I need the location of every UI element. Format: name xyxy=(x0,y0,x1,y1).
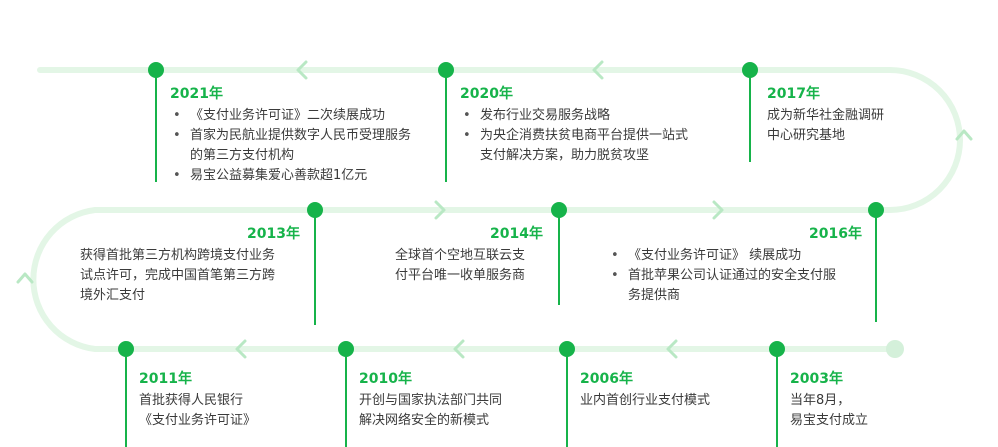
milestone-year: 2011年 xyxy=(139,371,192,387)
stem-2014 xyxy=(558,210,560,305)
milestone-text: 成为新华社金融调研 xyxy=(767,108,885,123)
milestone-2011: 2011年 首批获得人民银行 《支付业务许可证》 xyxy=(139,369,256,431)
milestone-2021: 2021年 《支付业务许可证》二次续展成功 首家为民航业提供数字人民币受理服务 … xyxy=(170,84,411,186)
milestone-year: 2017年 xyxy=(767,86,820,102)
milestone-year: 2010年 xyxy=(359,371,412,387)
milestone-text: 解决网络安全的新模式 xyxy=(359,413,490,428)
milestone-text: 全球首个空地互联云支 xyxy=(395,248,526,263)
arrow-left-icon xyxy=(453,339,465,359)
milestone-year: 2014年 xyxy=(490,226,543,242)
milestone-2013: 2013年 获得首批第三方机构跨境支付业务 试点许可，完成中国首笔第三方跨 境外… xyxy=(80,224,300,306)
arrow-right-icon xyxy=(712,200,724,220)
milestone-year: 2021年 xyxy=(170,86,223,102)
milestone-2010: 2010年 开创与国家执法部门共同 解决网络安全的新模式 xyxy=(359,369,502,431)
milestone-2003: 2003年 当年8月， 易宝支付成立 xyxy=(790,369,868,431)
arrow-up-icon xyxy=(955,129,973,141)
stem-2010 xyxy=(345,349,347,447)
milestone-text: 当年8月， xyxy=(790,393,851,408)
milestone-2020: 2020年 发布行业交易服务战略 为央企消费扶贫电商平台提供一站式 支付解决方案… xyxy=(460,84,688,166)
milestone-text: 付平台唯一收单服务商 xyxy=(395,268,526,283)
milestone-text: 《支付业务许可证》 xyxy=(139,413,257,428)
stem-2013 xyxy=(314,210,316,325)
milestone-item: 易宝公益募集爱心善款超1亿元 xyxy=(170,166,411,186)
milestone-item: 首批苹果公司认证通过的安全支付服 xyxy=(608,266,862,286)
milestone-text: 试点许可，完成中国首笔第三方跨 xyxy=(80,268,276,283)
milestone-item: 为央企消费扶贫电商平台提供一站式 xyxy=(460,126,688,146)
milestone-year: 2020年 xyxy=(460,86,513,102)
track-path xyxy=(30,67,963,352)
milestone-item: 《支付业务许可证》二次续展成功 xyxy=(170,106,411,126)
arrow-left-icon xyxy=(592,60,604,80)
milestone-item: 首家为民航业提供数字人民币受理服务 xyxy=(170,126,411,146)
arrow-left-icon xyxy=(235,339,247,359)
milestone-2017: 2017年 成为新华社金融调研 中心研究基地 xyxy=(767,84,884,146)
milestone-2006: 2006年 业内首创行业支付模式 xyxy=(580,369,710,411)
milestone-text: 易宝支付成立 xyxy=(790,413,869,428)
arrow-left-icon xyxy=(666,339,678,359)
milestone-text: 首批获得人民银行 xyxy=(139,393,244,408)
arrow-right-icon xyxy=(434,200,446,220)
milestone-item: 《支付业务许可证》 续展成功 xyxy=(608,246,862,266)
milestone-item: 发布行业交易服务战略 xyxy=(460,106,688,126)
milestone-year: 2016年 xyxy=(809,226,862,242)
milestone-year: 2006年 xyxy=(580,371,633,387)
stem-2006 xyxy=(566,349,568,447)
milestone-text: 获得首批第三方机构跨境支付业务 xyxy=(80,248,276,263)
milestone-item-cont: 务提供商 xyxy=(628,288,681,303)
milestone-2016: 2016年 《支付业务许可证》 续展成功 首批苹果公司认证通过的安全支付服 务提… xyxy=(608,224,862,306)
milestone-year: 2013年 xyxy=(247,226,300,242)
timeline-start-dot xyxy=(886,340,904,358)
milestone-item-cont: 的第三方支付机构 xyxy=(190,148,295,163)
stem-2016 xyxy=(875,210,877,322)
milestone-text: 开创与国家执法部门共同 xyxy=(359,393,503,408)
milestone-text: 境外汇支付 xyxy=(80,288,146,303)
stem-2021 xyxy=(155,70,157,182)
milestone-year: 2003年 xyxy=(790,371,843,387)
milestone-2014: 2014年 全球首个空地互联云支 付平台唯一收单服务商 xyxy=(395,224,543,286)
milestone-text: 中心研究基地 xyxy=(767,128,846,143)
arrow-up-icon xyxy=(16,272,34,284)
arrow-left-icon xyxy=(296,60,308,80)
milestone-item-cont: 支付解决方案，助力脱贫攻坚 xyxy=(480,148,650,163)
stem-2003 xyxy=(776,349,778,447)
milestone-text: 业内首创行业支付模式 xyxy=(580,393,711,408)
stem-2017 xyxy=(749,70,751,162)
stem-2011 xyxy=(125,349,127,447)
stem-2020 xyxy=(445,70,447,182)
